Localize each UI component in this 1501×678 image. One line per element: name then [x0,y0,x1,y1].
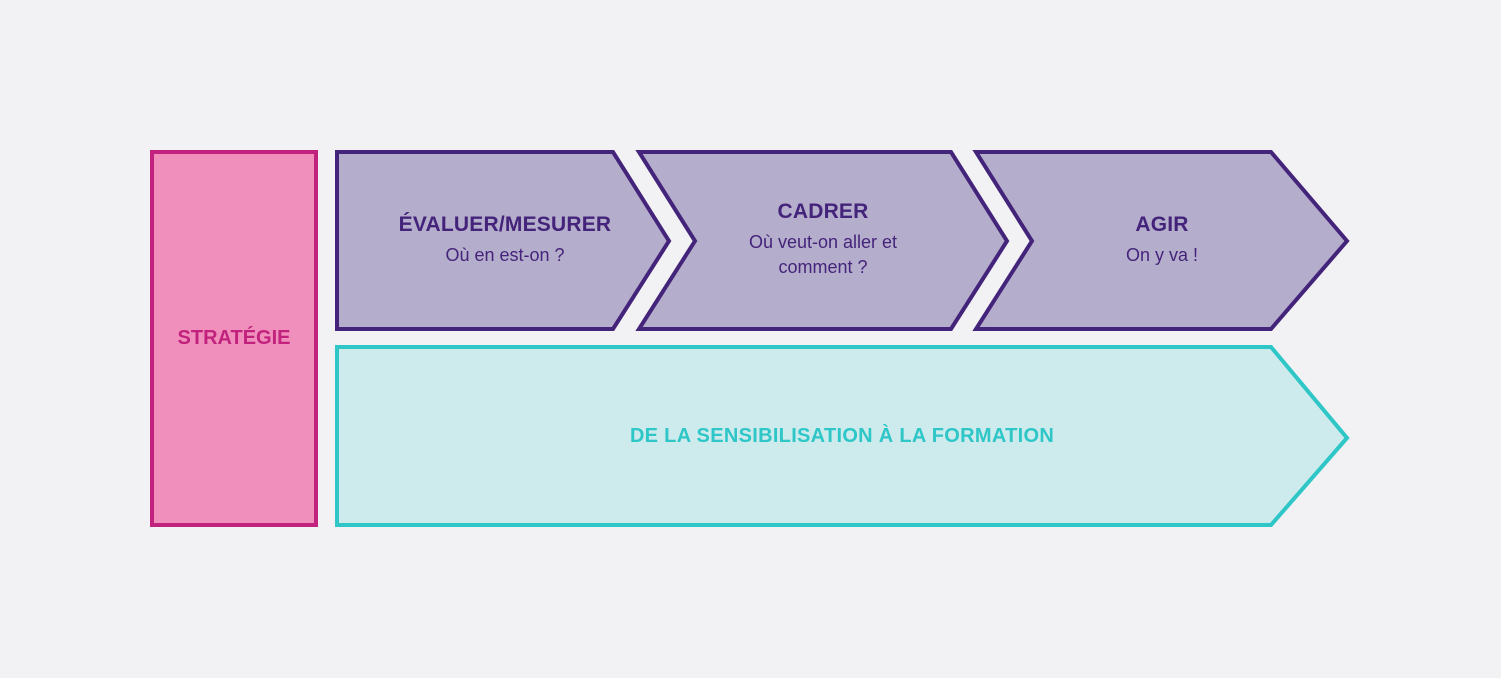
step-agir-text: AGIR On y va ! [1040,160,1284,320]
step-agir-subtitle: On y va ! [1125,244,1199,265]
step-evaluer-title: ÉVALUER/MESURER [398,212,612,236]
sensibilisation-formation-label: DE LA SENSIBILISATION À LA FORMATION [629,424,1055,447]
step-cadrer-arrow [635,150,1010,331]
sensibilisation-formation-arrow [335,345,1350,527]
step-cadrer-title: CADRER [777,200,869,223]
strategy-label-box: STRATÉGIE [152,152,316,525]
step-evaluer-subtitle: Où en est-on ? [445,244,565,265]
step-agir-arrow [972,150,1350,331]
step-cadrer-subtitle: Où veut-on aller et comment ? [748,232,898,277]
step-cadrer-text: CADRER Où veut-on aller et comment ? [718,160,928,320]
strategy-block [150,150,318,527]
step-agir-title: AGIR [1135,212,1189,236]
step-evaluer-arrow [335,150,672,331]
strategy-label: STRATÉGIE [177,327,291,349]
bottom-band-text: DE LA SENSIBILISATION À LA FORMATION [337,347,1347,525]
step-evaluer-text: ÉVALUER/MESURER Où en est-on ? [355,160,655,320]
